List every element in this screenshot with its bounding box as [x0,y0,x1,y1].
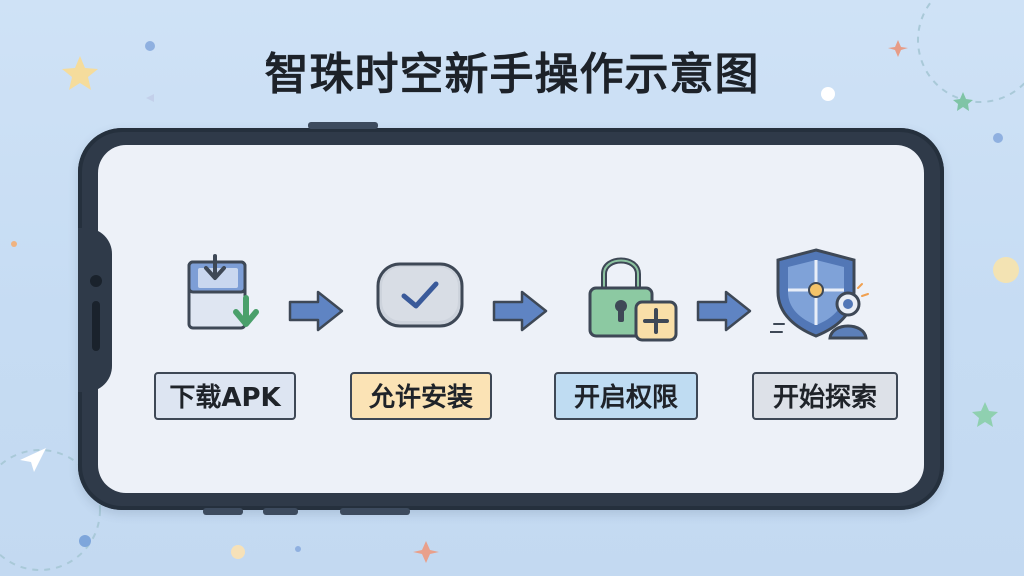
page-title: 智珠时空新手操作示意图 [264,49,760,100]
phone-top-button [308,122,378,129]
dot-decoration [295,546,301,552]
dot-decoration [11,241,17,247]
dot-decoration [993,133,1003,143]
dot-decoration [79,535,91,547]
phone-notch [78,228,112,392]
paper-plane-icon [20,448,46,472]
step-label-enable-permission: 开启权限 [554,372,698,420]
arrow-right-icon [492,290,548,332]
shield-explorer-icon [770,248,869,340]
arrow-right-icon [288,290,344,332]
phone-bottom-button [263,508,298,515]
camera-icon [90,275,102,287]
dot-decoration [993,257,1019,283]
phone-bottom-button [340,508,410,515]
step-label-start-explore: 开始探索 [752,372,898,420]
star-icon [972,402,998,427]
step-label-download: 下载APK [154,372,296,420]
dot-decoration [231,545,245,559]
phone-bottom-button [203,508,243,515]
arrow-right-icon [696,290,752,332]
step-label-allow-install: 允许安装 [350,372,492,420]
speaker-grille [92,301,100,351]
check-button-icon [376,262,464,328]
download-icon [187,254,259,330]
lock-plus-icon [588,257,678,342]
sparkle-icon [413,541,439,563]
